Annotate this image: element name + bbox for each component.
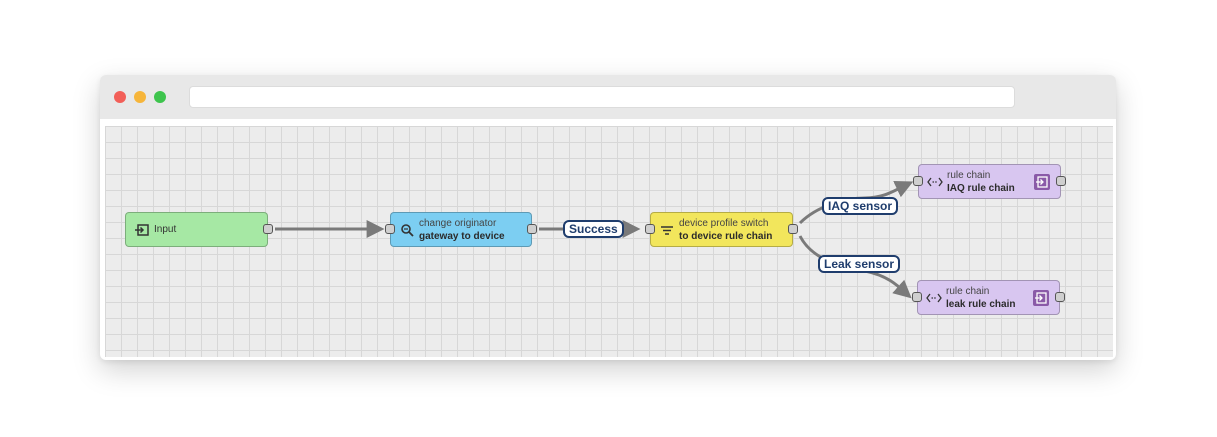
rule-chain-leak-out-port[interactable] bbox=[1055, 292, 1065, 302]
device-profile-switch-type: device profile switch bbox=[679, 217, 769, 229]
code-arrows-icon bbox=[926, 290, 942, 306]
code-arrows-icon bbox=[927, 174, 943, 190]
enter-icon[interactable] bbox=[1033, 290, 1049, 306]
device-profile-switch-node[interactable]: device profile switch to device rule cha… bbox=[645, 212, 798, 247]
link-label-success[interactable]: Success bbox=[563, 220, 624, 238]
rule-chain-leak-type: rule chain bbox=[946, 285, 990, 297]
browser-window: Input change originator gateway to devic… bbox=[100, 75, 1116, 360]
search-icon bbox=[399, 222, 415, 238]
minimize-window-button[interactable] bbox=[134, 91, 146, 103]
rule-chain-iaq-type: rule chain bbox=[947, 169, 991, 181]
filter-icon bbox=[659, 222, 675, 238]
rule-chain-iaq-out-port[interactable] bbox=[1056, 176, 1066, 186]
title-bar bbox=[100, 75, 1116, 119]
rule-chain-leak-in-port[interactable] bbox=[912, 292, 922, 302]
input-node-out-port[interactable] bbox=[263, 224, 273, 234]
link-label-leak-sensor[interactable]: Leak sensor bbox=[818, 255, 901, 273]
rule-chain-leak-texts: rule chain leak rule chain bbox=[946, 285, 1015, 311]
link-label-iaq-sensor[interactable]: IAQ sensor bbox=[822, 197, 899, 215]
change-originator-name: gateway to device bbox=[419, 230, 505, 242]
rule-chain-canvas[interactable]: Input change originator gateway to devic… bbox=[105, 126, 1113, 357]
input-node[interactable]: Input bbox=[125, 212, 273, 247]
change-originator-out-port[interactable] bbox=[527, 224, 537, 234]
address-bar[interactable] bbox=[189, 86, 1015, 108]
change-originator-node[interactable]: change originator gateway to device bbox=[385, 212, 537, 247]
input-icon bbox=[134, 222, 150, 238]
rule-chain-iaq-in-port[interactable] bbox=[913, 176, 923, 186]
rule-chain-iaq-node[interactable]: rule chain IAQ rule chain bbox=[913, 164, 1066, 199]
rule-chain-leak-name: leak rule chain bbox=[946, 298, 1016, 310]
change-originator-in-port[interactable] bbox=[385, 224, 395, 234]
maximize-window-button[interactable] bbox=[154, 91, 166, 103]
rule-chain-iaq-name: IAQ rule chain bbox=[947, 182, 1015, 194]
device-profile-switch-in-port[interactable] bbox=[645, 224, 655, 234]
rule-chain-iaq-texts: rule chain IAQ rule chain bbox=[947, 169, 1015, 195]
change-originator-type: change originator bbox=[419, 217, 497, 229]
device-profile-switch-texts: device profile switch to device rule cha… bbox=[679, 217, 772, 243]
enter-icon[interactable] bbox=[1034, 174, 1050, 190]
device-profile-switch-name: to device rule chain bbox=[679, 230, 773, 242]
change-originator-texts: change originator gateway to device bbox=[419, 217, 505, 243]
input-node-label: Input bbox=[154, 224, 177, 235]
rule-chain-leak-node[interactable]: rule chain leak rule chain bbox=[912, 280, 1065, 315]
close-window-button[interactable] bbox=[114, 91, 126, 103]
device-profile-switch-out-port[interactable] bbox=[788, 224, 798, 234]
